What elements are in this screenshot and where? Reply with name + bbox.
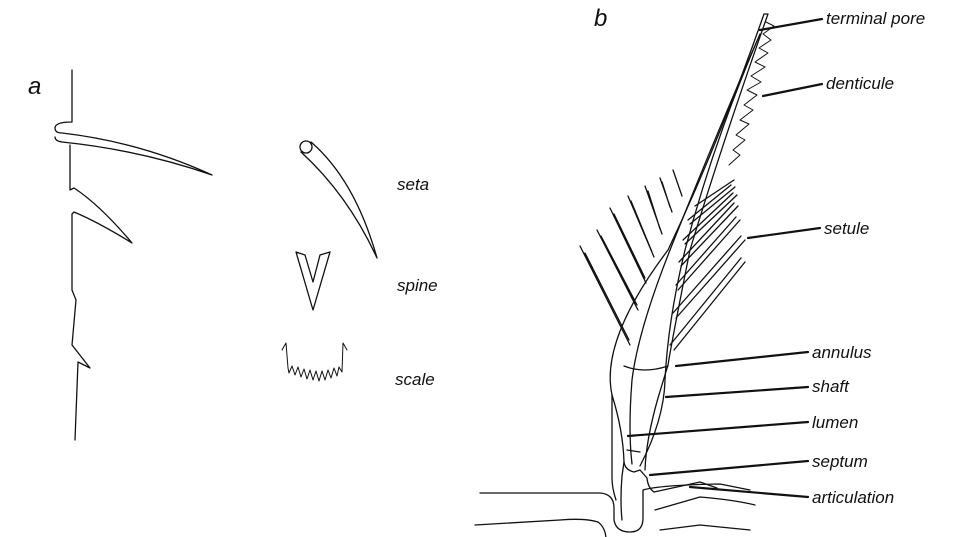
isolated-scale bbox=[282, 343, 347, 381]
annulus-line bbox=[624, 366, 668, 370]
panel-a-cuticle-profile bbox=[55, 70, 212, 440]
seta-shaft bbox=[301, 142, 377, 258]
septum-label: septum bbox=[812, 452, 868, 471]
seta-label: seta bbox=[397, 175, 429, 194]
setule bbox=[645, 186, 662, 234]
setule bbox=[673, 170, 682, 196]
setule bbox=[628, 196, 654, 257]
articulation-outline bbox=[624, 462, 654, 492]
lumen-walls bbox=[630, 34, 760, 466]
leader-annulus bbox=[676, 352, 808, 366]
septum-line bbox=[627, 450, 640, 452]
isolated-spine bbox=[296, 252, 330, 310]
setule-label: setule bbox=[824, 219, 869, 238]
body-cuticle bbox=[475, 484, 755, 537]
leader-terminal-pore bbox=[760, 19, 822, 30]
seta-socket bbox=[300, 141, 312, 153]
leader-shaft bbox=[666, 387, 808, 397]
panel-b-letter: b bbox=[594, 5, 607, 32]
denticule-label: denticule bbox=[826, 74, 894, 93]
leader-septum bbox=[650, 461, 808, 475]
setal-shaft-left-base bbox=[612, 395, 616, 500]
setule bbox=[660, 178, 672, 212]
cuticle-wall bbox=[70, 145, 132, 440]
cuticle-surface-outer bbox=[480, 484, 750, 532]
cuticle-surface-right bbox=[655, 497, 755, 530]
setule bbox=[610, 208, 646, 283]
setal-shaft-outer bbox=[610, 14, 768, 520]
annulus-label: annulus bbox=[812, 343, 872, 362]
cuticle-outline bbox=[55, 70, 212, 175]
articulation-label: articulation bbox=[812, 488, 894, 507]
isolated-seta bbox=[300, 141, 377, 258]
cuticle-surface-inner bbox=[475, 519, 606, 537]
leader-denticule bbox=[763, 84, 822, 96]
setule bbox=[679, 203, 738, 266]
setule bbox=[597, 230, 638, 310]
spine-label: spine bbox=[397, 276, 438, 295]
leader-articulation bbox=[690, 487, 808, 497]
panel-a-letter: a bbox=[28, 73, 41, 100]
lumen-label: lumen bbox=[812, 413, 858, 432]
leader-lumen bbox=[628, 422, 808, 436]
leader-setule bbox=[748, 228, 820, 238]
setules-right bbox=[670, 180, 745, 350]
shaft-label: shaft bbox=[812, 377, 850, 396]
setule bbox=[676, 217, 740, 290]
scale-label: scale bbox=[395, 370, 435, 389]
setule bbox=[580, 246, 630, 345]
terminal-pore-label: terminal pore bbox=[826, 9, 925, 28]
